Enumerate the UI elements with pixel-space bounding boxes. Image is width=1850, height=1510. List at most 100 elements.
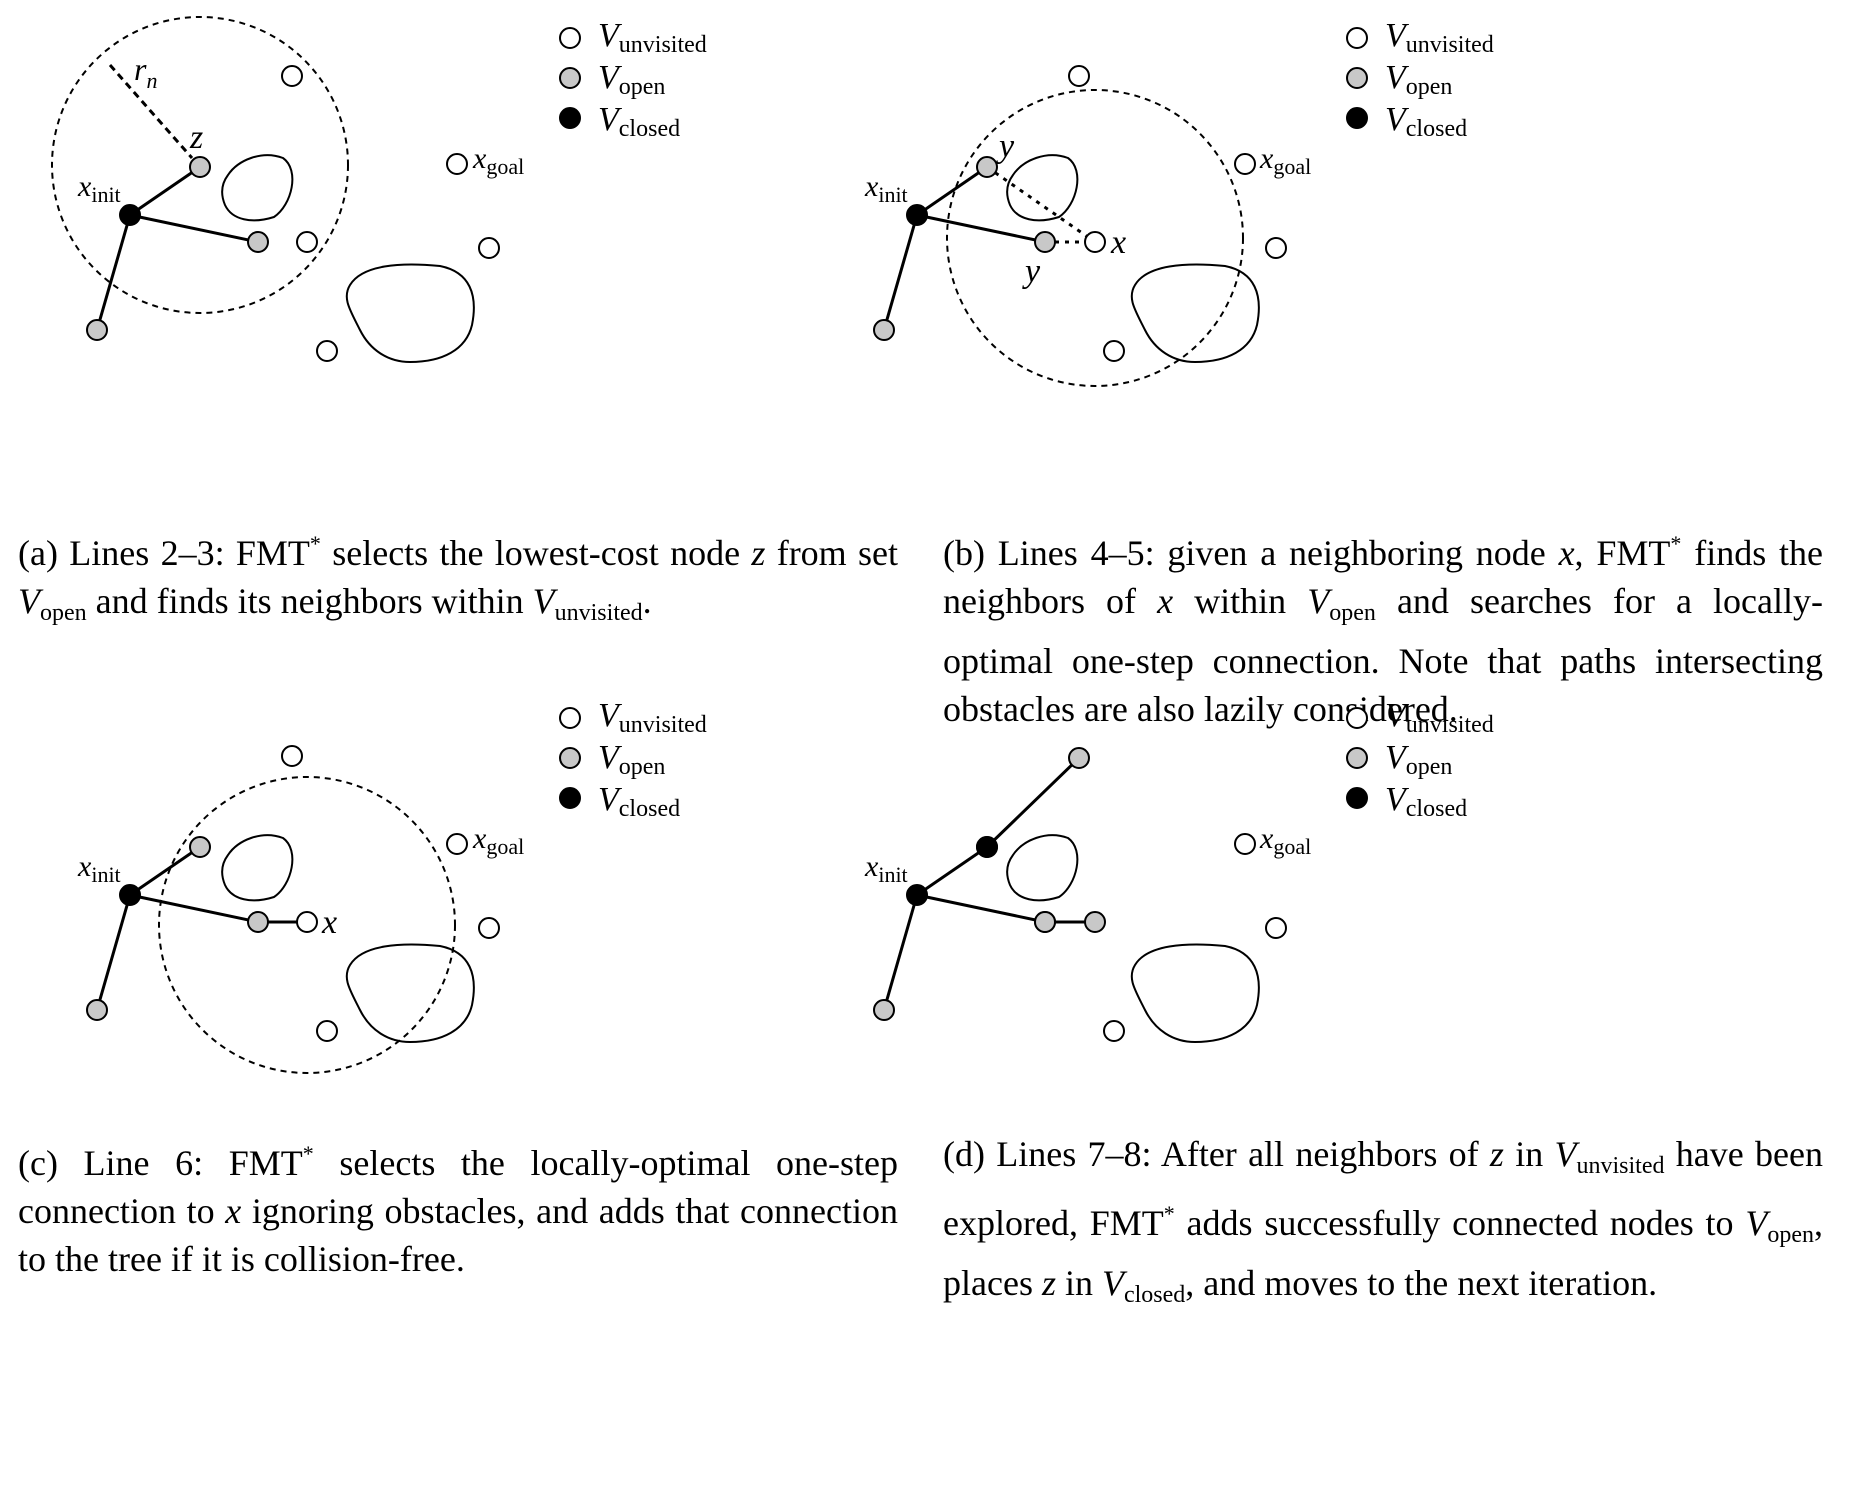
node-open [247, 231, 269, 253]
legend-closed: Vclosed [598, 101, 680, 142]
candidate-edge [986, 165, 1096, 244]
node-open [86, 319, 108, 341]
node-unvisited [1103, 1020, 1125, 1042]
node-unvisited [1068, 65, 1090, 87]
legend-unvisited: Vunvisited [1385, 697, 1494, 738]
node-open [86, 999, 108, 1021]
obstacle-small [1006, 834, 1079, 902]
node-unvisited [316, 1020, 338, 1042]
legend-unvisited-icon [1346, 27, 1368, 49]
node-open [976, 156, 998, 178]
legend: Vunvisited Vopen Vclosed [1346, 697, 1494, 822]
node-unvisited [1103, 340, 1125, 362]
diagram-b: y y x xgoal Vunvisited Vopen Vclosed [925, 17, 1494, 387]
legend-closed: Vclosed [1385, 781, 1467, 822]
label-x: x [321, 904, 337, 941]
radius-line [108, 64, 194, 159]
label-x-goal: xgoal [1259, 822, 1311, 859]
label-x-init: xinit [77, 170, 121, 207]
panel-a: rn z xinit xgoal Vunvisited Vopen Vclose… [0, 0, 925, 755]
legend: Vunvisited Vopen Vclosed [559, 697, 707, 822]
node-x [296, 911, 318, 933]
obstacle-small [221, 154, 294, 222]
node-open [189, 836, 211, 858]
caption-c: (c) Line 6: FMT* selects the locally-opt… [18, 1141, 899, 1279]
legend-unvisited-icon [1346, 707, 1368, 729]
legend-unvisited: Vunvisited [598, 17, 707, 58]
legend-open-icon [559, 747, 581, 769]
legend-closed: Vclosed [598, 781, 680, 822]
caption-b: (b) Lines 4–5: given a neighboring node … [943, 531, 1823, 729]
edge [925, 215, 1046, 244]
panel-d: xgoal Vunvisited Vopen Vclosed (d) Lines… [925, 680, 1850, 1435]
neighbor-radius-circle [158, 776, 456, 1074]
label-y: y [1022, 253, 1041, 290]
node-unvisited [1265, 237, 1287, 259]
node-unvisited [296, 231, 318, 253]
node-goal [446, 153, 468, 175]
node-x [1084, 231, 1106, 253]
legend-unvisited-icon [559, 27, 581, 49]
node-unvisited [281, 65, 303, 87]
diagram-c: x xinit xgoal Vunvisited Vopen Vclosed [77, 697, 707, 1074]
node-goal [1234, 833, 1256, 855]
node-init-closed [119, 884, 141, 906]
legend-unvisited: Vunvisited [598, 697, 707, 738]
label-x: x [1110, 224, 1126, 261]
node-open [1068, 747, 1090, 769]
diagram-b-overlay [925, 0, 1850, 480]
diagram-a: rn z xinit xgoal Vunvisited Vopen Vclose… [51, 16, 707, 364]
legend-open: Vopen [598, 59, 665, 100]
legend-open-icon [1346, 747, 1368, 769]
diagram-d: xgoal Vunvisited Vopen Vclosed [976, 697, 1494, 1044]
legend-open-icon [1346, 67, 1368, 89]
node-closed [976, 836, 998, 858]
node-open [247, 911, 269, 933]
label-x-goal: xgoal [1259, 142, 1311, 179]
legend-unvisited-icon [559, 707, 581, 729]
edge [985, 756, 1081, 849]
obstacle-small [1006, 154, 1079, 222]
neighbor-radius-circle [946, 89, 1244, 387]
node-unvisited [1265, 917, 1287, 939]
edge [925, 165, 988, 212]
node-unvisited [281, 745, 303, 767]
neighbor-radius-circle [51, 16, 349, 314]
legend-closed-icon [559, 787, 581, 809]
obstacle-small [221, 834, 294, 902]
node-open [1084, 911, 1106, 933]
edge [95, 894, 132, 1011]
edge [95, 214, 132, 331]
label-x-goal: xgoal [472, 822, 524, 859]
node-unvisited [478, 237, 500, 259]
legend-open: Vopen [1385, 739, 1452, 780]
edge [129, 845, 201, 897]
node-unvisited [316, 340, 338, 362]
legend: Vunvisited Vopen Vclosed [559, 17, 707, 142]
caption-a: (a) Lines 2–3: FMT* selects the lowest-c… [18, 531, 898, 626]
node-open [1034, 911, 1056, 933]
node-goal [446, 833, 468, 855]
node-open [1034, 231, 1056, 253]
node-open [189, 156, 211, 178]
obstacle-large [345, 263, 475, 364]
legend-closed-icon [1346, 787, 1368, 809]
panel-c: x xinit xgoal Vunvisited Vopen Vclosed (… [0, 680, 925, 1435]
caption-d: (d) Lines 7–8: After all neighbors of z … [943, 1134, 1824, 1308]
legend-closed-icon [559, 107, 581, 129]
panel-b: y y x xgoal Vunvisited Vopen Vclosed (b)… [925, 0, 1850, 755]
label-y: y [996, 128, 1015, 165]
legend-open-icon [559, 67, 581, 89]
label-x-goal: xgoal [472, 142, 524, 179]
label-x-init: xinit [77, 850, 121, 887]
legend-closed: Vclosed [1385, 101, 1467, 142]
node-unvisited [478, 917, 500, 939]
legend-open: Vopen [598, 739, 665, 780]
node-goal [1234, 153, 1256, 175]
legend: Vunvisited Vopen Vclosed [1346, 17, 1494, 142]
label-z: z [189, 119, 203, 156]
obstacle-large [1130, 263, 1260, 364]
edge [129, 165, 201, 217]
edge [129, 213, 259, 244]
legend-closed-icon [1346, 107, 1368, 129]
